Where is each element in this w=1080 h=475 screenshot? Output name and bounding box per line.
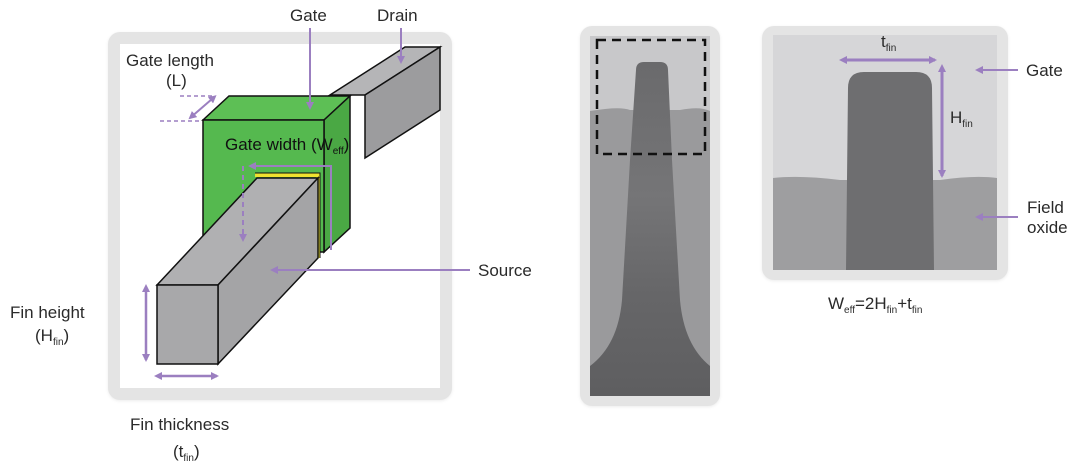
fin-height-label: Fin height [10,303,85,322]
gate-width-text: Gate width (W [225,135,333,154]
gate-length-label: Gate length [126,51,214,70]
gate-label: Gate [290,6,327,25]
field-oxide-label: Field oxide [1027,198,1068,237]
fin-thickness-label: Fin thickness [130,415,230,434]
t-fin-label: tfin [881,32,896,55]
fin-thickness-sym-close: ) [193,442,200,461]
t-fin-sub: fin [885,43,897,54]
formula-w-sub: eff [844,305,855,316]
formula-w: W [828,294,845,313]
zoom-region-box [595,38,707,156]
fin-height-sym-sub: fin [52,337,64,348]
h-fin-label: Hfin [950,108,973,131]
formula-t-sub: fin [911,305,923,316]
tem-fin-body [590,62,710,396]
gate-width-sub: eff [332,146,344,157]
source-label: Source [478,261,532,280]
t-fin-text: t [881,32,886,51]
source-fin [155,176,320,366]
gate-width-label: Gate width (Weff) [225,135,349,158]
fin-height-symbol: (Hfin) [35,326,69,349]
gate-width-close: ) [343,135,350,154]
formula-eq: =2H [854,294,887,313]
field-oxide-line1: Field [1027,198,1064,217]
fin-thickness-symbol: (tfin) [173,442,200,465]
gate-width-arrow [239,162,332,250]
gate-region-label: Gate [1026,61,1063,80]
fin-height-sym-open: (H [35,326,53,345]
fin-thickness-sym-sub: fin [183,453,194,464]
drain-fin [327,45,443,160]
h-fin-sub: fin [962,119,973,130]
drain-label: Drain [377,6,418,25]
formula-plus: +t [897,294,912,313]
weff-formula: Weff=2Hfin+tfin [828,294,922,317]
formula-h-sub: fin [886,305,898,316]
h-fin-text: H [950,108,963,127]
fin-height-sym-close: ) [63,326,70,345]
gate-length-symbol: (L) [166,71,187,90]
field-oxide-line2: oxide [1027,217,1068,237]
gate-length-marker [160,95,217,122]
fin-thickness-sym-open: (t [173,442,184,461]
tem-zoom-fin [846,72,934,270]
